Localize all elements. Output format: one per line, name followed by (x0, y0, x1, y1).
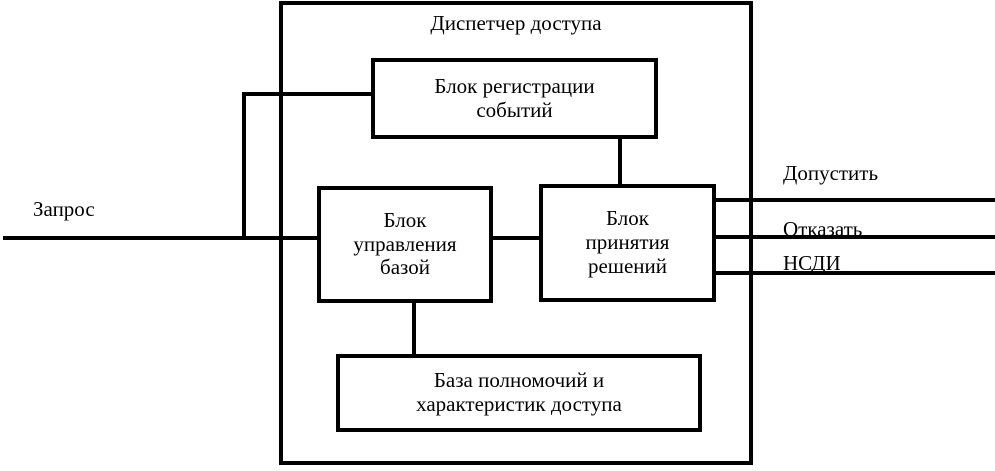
block-label-wrap-event-log: Блок регистрации событий (373, 60, 656, 137)
output-label-permit: Допустить (783, 161, 879, 185)
block-label-database: База полномочий и характеристик доступа (416, 368, 622, 416)
diagram-title: Диспетчер доступа (430, 11, 602, 35)
block-label-decision: Блок принятия решений (585, 206, 670, 278)
blocks-group (317, 58, 716, 432)
block-label-db-control: Блок управления базой (353, 207, 457, 280)
block-label-wrap-db-control: Блок управления базой (319, 188, 491, 301)
input-label-request: Запрос (33, 197, 95, 221)
block-label-wrap-decision: Блок принятия решений (541, 186, 714, 300)
block-label-wrap-database: База полномочий и характеристик доступа (338, 356, 700, 430)
block-event-log[interactable] (371, 58, 658, 139)
connector-request-branch-up (242, 92, 373, 238)
block-db-control[interactable] (317, 186, 493, 303)
connectors-group (242, 92, 622, 356)
block-label-event-log: Блок регистрации событий (434, 73, 595, 122)
io-lines-group (3, 198, 995, 275)
output-label-nsdi: НСДИ (783, 251, 841, 275)
block-database[interactable] (336, 354, 702, 432)
block-decision[interactable] (539, 184, 716, 302)
output-label-deny: Отказать (783, 217, 863, 241)
